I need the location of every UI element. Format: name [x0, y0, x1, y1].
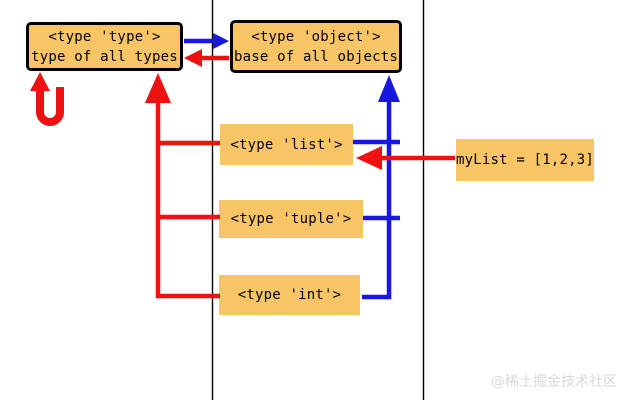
type-self-loop-arrow	[30, 72, 64, 126]
type-object-label: <type 'object'>	[251, 28, 381, 45]
type-type-label: <type 'type'>	[48, 28, 161, 45]
type-int-label: <type 'int'>	[237, 287, 342, 303]
type-object-subtitle: base of all objects	[234, 48, 398, 65]
type-type-subtitle: type of all types	[31, 48, 178, 65]
watermark: @稀土掘金技术社区	[491, 374, 617, 390]
instances-to-type-arrow	[145, 73, 220, 299]
type-tuple-label: <type 'tuple'>	[230, 211, 352, 227]
type-tuple-box: <type 'tuple'>	[219, 200, 363, 238]
type-type-box: <type 'type'> type of all types	[26, 22, 183, 71]
type-object-box: <type 'object'> base of all objects	[230, 20, 402, 73]
type-list-box: <type 'list'>	[220, 124, 353, 165]
type-to-object-arrow	[184, 33, 229, 49]
instances-to-object-arrow	[353, 75, 400, 300]
mylist-to-list-arrow	[356, 146, 455, 170]
mylist-instance-box: myList = [1,2,3]	[456, 139, 594, 181]
type-list-label: <type 'list'>	[230, 136, 343, 153]
object-to-type-arrow	[184, 49, 229, 67]
type-int-box: <type 'int'>	[219, 275, 360, 315]
mylist-instance-label: myList = [1,2,3]	[455, 152, 595, 168]
